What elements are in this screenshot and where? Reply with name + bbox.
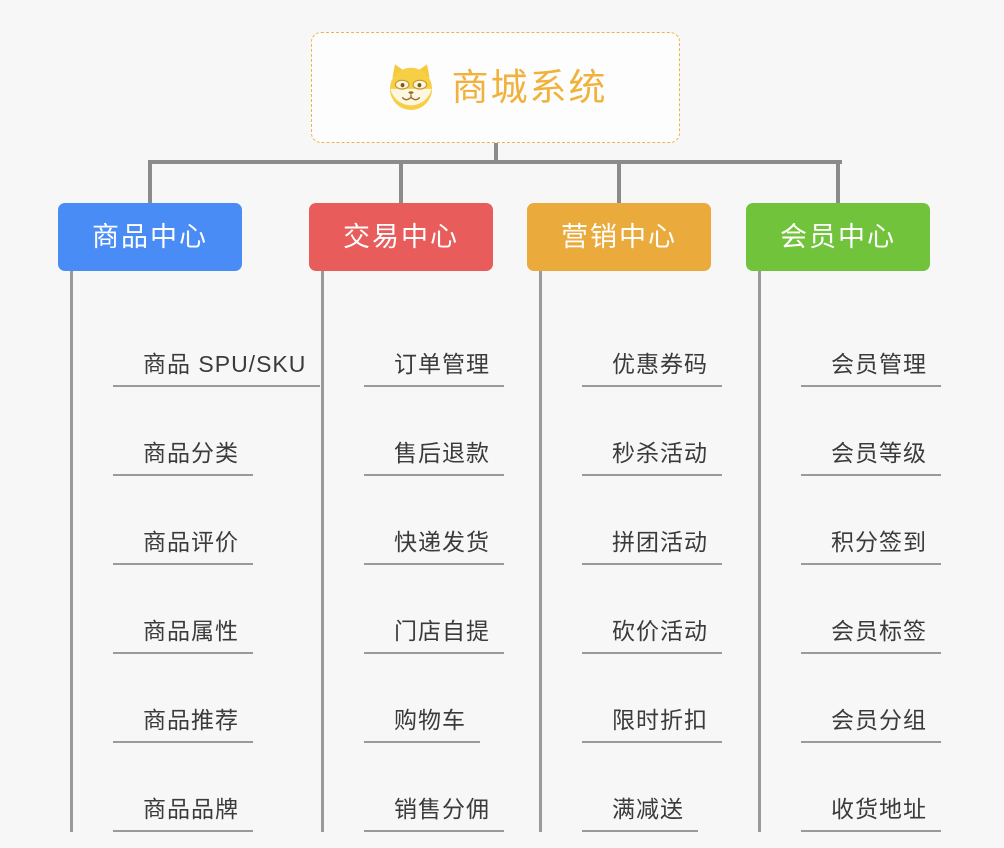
branch-title: 商品中心	[92, 221, 208, 252]
branch-title: 会员中心	[780, 221, 896, 252]
list-item-label: 销售分佣	[364, 795, 504, 832]
list-item[interactable]: 购物车	[364, 654, 493, 743]
list-item[interactable]: 限时折扣	[582, 654, 722, 743]
connector-drop-3	[617, 160, 621, 205]
list-item-label: 会员标签	[801, 617, 941, 654]
list-item[interactable]: 销售分佣	[364, 743, 504, 832]
list-item-label: 订单管理	[364, 350, 504, 387]
list-item-label: 优惠券码	[582, 350, 722, 387]
list-item-label: 积分签到	[801, 528, 941, 565]
list-item-label: 购物车	[364, 706, 480, 743]
list-item-label: 商品推荐	[113, 706, 253, 743]
dog-face-icon	[389, 63, 432, 110]
list-item-label: 商品分类	[113, 439, 253, 476]
list-item-label: 满减送	[582, 795, 698, 832]
list-item[interactable]: 秒杀活动	[582, 387, 722, 476]
list-item-label: 商品属性	[113, 617, 253, 654]
list-item[interactable]: 砍价活动	[582, 565, 722, 654]
branch-trade-center: 交易中心 订单管理 售后退款 快递发货 门店自提 购物车 销售分佣	[309, 203, 504, 848]
connector-drop-4	[836, 160, 840, 205]
list-item[interactable]: 商品 SPU/SKU	[113, 298, 321, 387]
list-item-label: 收货地址	[801, 795, 941, 832]
root-title: 商城系统	[451, 67, 608, 108]
branch-header[interactable]: 会员中心	[746, 203, 930, 271]
list-item[interactable]: 商品属性	[113, 565, 253, 654]
list-item[interactable]: 快递发货	[364, 476, 504, 565]
list-item-label: 会员管理	[801, 350, 941, 387]
list-item[interactable]: 会员标签	[801, 565, 941, 654]
list-item[interactable]: 会员等级	[801, 387, 941, 476]
list-item-label: 会员分组	[801, 706, 941, 743]
root-node[interactable]: 商城系统	[311, 32, 680, 143]
branch-item-list: 会员管理 会员等级 积分签到 会员标签 会员分组 收货地址	[758, 271, 941, 832]
connector-bus	[148, 160, 842, 164]
branch-title: 营销中心	[561, 221, 677, 252]
list-item[interactable]: 门店自提	[364, 565, 504, 654]
list-item[interactable]: 商品品牌	[113, 743, 253, 832]
list-item[interactable]: 商品推荐	[113, 654, 253, 743]
list-item[interactable]: 商品分类	[113, 387, 253, 476]
list-item-label: 限时折扣	[582, 706, 722, 743]
list-item[interactable]: 商品评价	[113, 476, 253, 565]
branch-item-list: 商品 SPU/SKU 商品分类 商品评价 商品属性 商品推荐 商品品牌	[70, 271, 321, 832]
branch-header[interactable]: 交易中心	[309, 203, 493, 271]
list-item-label: 拼团活动	[582, 528, 722, 565]
list-item[interactable]: 订单管理	[364, 298, 504, 387]
branch-member-center: 会员中心 会员管理 会员等级 积分签到 会员标签 会员分组 收货地址	[746, 203, 941, 848]
list-item[interactable]: 收货地址	[801, 743, 941, 832]
list-item[interactable]: 满减送	[582, 743, 711, 832]
branch-header[interactable]: 营销中心	[527, 203, 711, 271]
list-item-label: 门店自提	[364, 617, 504, 654]
list-item[interactable]: 拼团活动	[582, 476, 722, 565]
branch-item-list: 订单管理 售后退款 快递发货 门店自提 购物车 销售分佣	[321, 271, 504, 832]
connector-drop-2	[399, 160, 403, 205]
list-item-label: 秒杀活动	[582, 439, 722, 476]
list-item-label: 商品 SPU/SKU	[113, 350, 321, 387]
list-item[interactable]: 会员分组	[801, 654, 941, 743]
list-item[interactable]: 会员管理	[801, 298, 941, 387]
connector-drop-1	[148, 160, 152, 205]
branch-header[interactable]: 商品中心	[58, 203, 242, 271]
list-item[interactable]: 售后退款	[364, 387, 504, 476]
list-item[interactable]: 积分签到	[801, 476, 941, 565]
list-item-label: 售后退款	[364, 439, 504, 476]
branch-title: 交易中心	[343, 221, 459, 252]
connector-root-stem	[494, 143, 498, 164]
branch-marketing-center: 营销中心 优惠券码 秒杀活动 拼团活动 砍价活动 限时折扣 满减送	[527, 203, 722, 848]
list-item[interactable]: 优惠券码	[582, 298, 722, 387]
list-item-label: 商品品牌	[113, 795, 253, 832]
list-item-label: 会员等级	[801, 439, 941, 476]
list-item-label: 商品评价	[113, 528, 253, 565]
list-item-label: 快递发货	[364, 528, 504, 565]
branch-item-list: 优惠券码 秒杀活动 拼团活动 砍价活动 限时折扣 满减送	[539, 271, 722, 832]
branch-product-center: 商品中心 商品 SPU/SKU 商品分类 商品评价 商品属性 商品推荐 商品品牌	[58, 203, 321, 848]
list-item-label: 砍价活动	[582, 617, 722, 654]
